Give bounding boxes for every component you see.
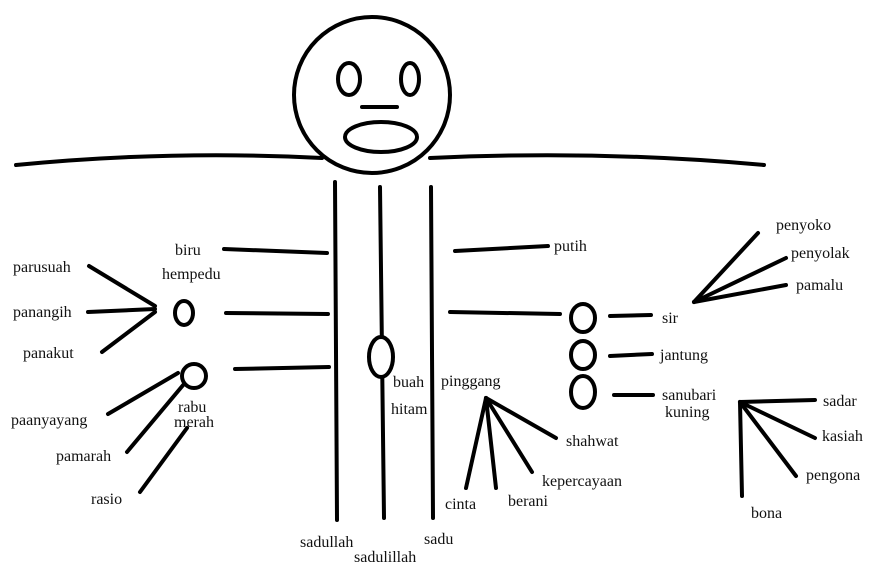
label-bona: bona xyxy=(751,505,782,522)
connector-right-1 xyxy=(455,246,548,251)
connector-right-2 xyxy=(450,312,560,314)
sadar-spoke xyxy=(740,400,815,402)
label-sadulillah: sadulillah xyxy=(354,549,416,564)
label-parusuah: parusuah xyxy=(13,259,71,276)
body-line-right xyxy=(431,187,433,518)
label-buah: buah xyxy=(393,374,424,391)
label-shahwat: shahwat xyxy=(566,433,619,450)
body-line-left xyxy=(335,182,337,520)
connector-left-2 xyxy=(226,313,328,314)
label-penyolak: penyolak xyxy=(791,245,850,262)
label-penyoko: penyoko xyxy=(776,217,831,234)
label-sadar: sadar xyxy=(823,393,857,410)
right-arm xyxy=(430,155,764,165)
connector-left-3 xyxy=(235,367,329,369)
label-pengona: pengona xyxy=(806,467,860,484)
label-cinta: cinta xyxy=(445,496,476,513)
label-sir: sir xyxy=(662,310,679,327)
cinta-spoke xyxy=(466,398,486,488)
label-jantung: jantung xyxy=(659,347,708,364)
label-biru: biru xyxy=(175,242,201,259)
rasio-spoke xyxy=(140,428,187,492)
label-rasio: rasio xyxy=(91,491,122,508)
label-sadullah: sadullah xyxy=(300,534,353,551)
label-pamalu: pamalu xyxy=(796,277,843,294)
sir-ring xyxy=(571,304,595,332)
label-pinggang: pinggang xyxy=(441,373,501,390)
label-panakut: panakut xyxy=(23,345,74,362)
label-kasiah: kasiah xyxy=(822,428,863,445)
buah-ring xyxy=(369,337,393,377)
jantung-ring xyxy=(571,341,595,369)
left-arm xyxy=(16,155,322,165)
sanubari-ring xyxy=(571,376,595,408)
pengona-spoke xyxy=(740,402,796,476)
label-sadu: sadu xyxy=(424,531,453,548)
panakut-spoke xyxy=(102,312,155,352)
left-eye xyxy=(338,63,360,95)
label-hitam: hitam xyxy=(391,401,428,418)
sir-connector xyxy=(610,315,651,316)
label-merah: merah xyxy=(174,414,214,431)
paanyayang-spoke xyxy=(108,373,178,414)
label-hempedu: hempedu xyxy=(162,266,221,283)
head xyxy=(294,17,450,173)
label-sanubari: sanubari xyxy=(662,387,717,404)
label-paanyayang: paanyayang xyxy=(11,412,87,429)
panangih-spoke xyxy=(88,309,155,312)
jantung-connector xyxy=(610,354,652,356)
parusuah-spoke xyxy=(89,266,155,306)
mouth xyxy=(345,122,417,152)
label-berani: berani xyxy=(508,493,549,510)
label-putih: putih xyxy=(554,238,587,255)
label-kepercayaan: kepercayaan xyxy=(542,473,622,490)
connector-left-1 xyxy=(224,249,327,253)
hempedu-ring xyxy=(175,301,193,325)
bona-spoke xyxy=(740,402,742,496)
label-kuning: kuning xyxy=(665,404,709,421)
label-panangih: panangih xyxy=(13,304,72,321)
right-eye xyxy=(401,63,419,95)
label-pamarah: pamarah xyxy=(56,448,111,465)
